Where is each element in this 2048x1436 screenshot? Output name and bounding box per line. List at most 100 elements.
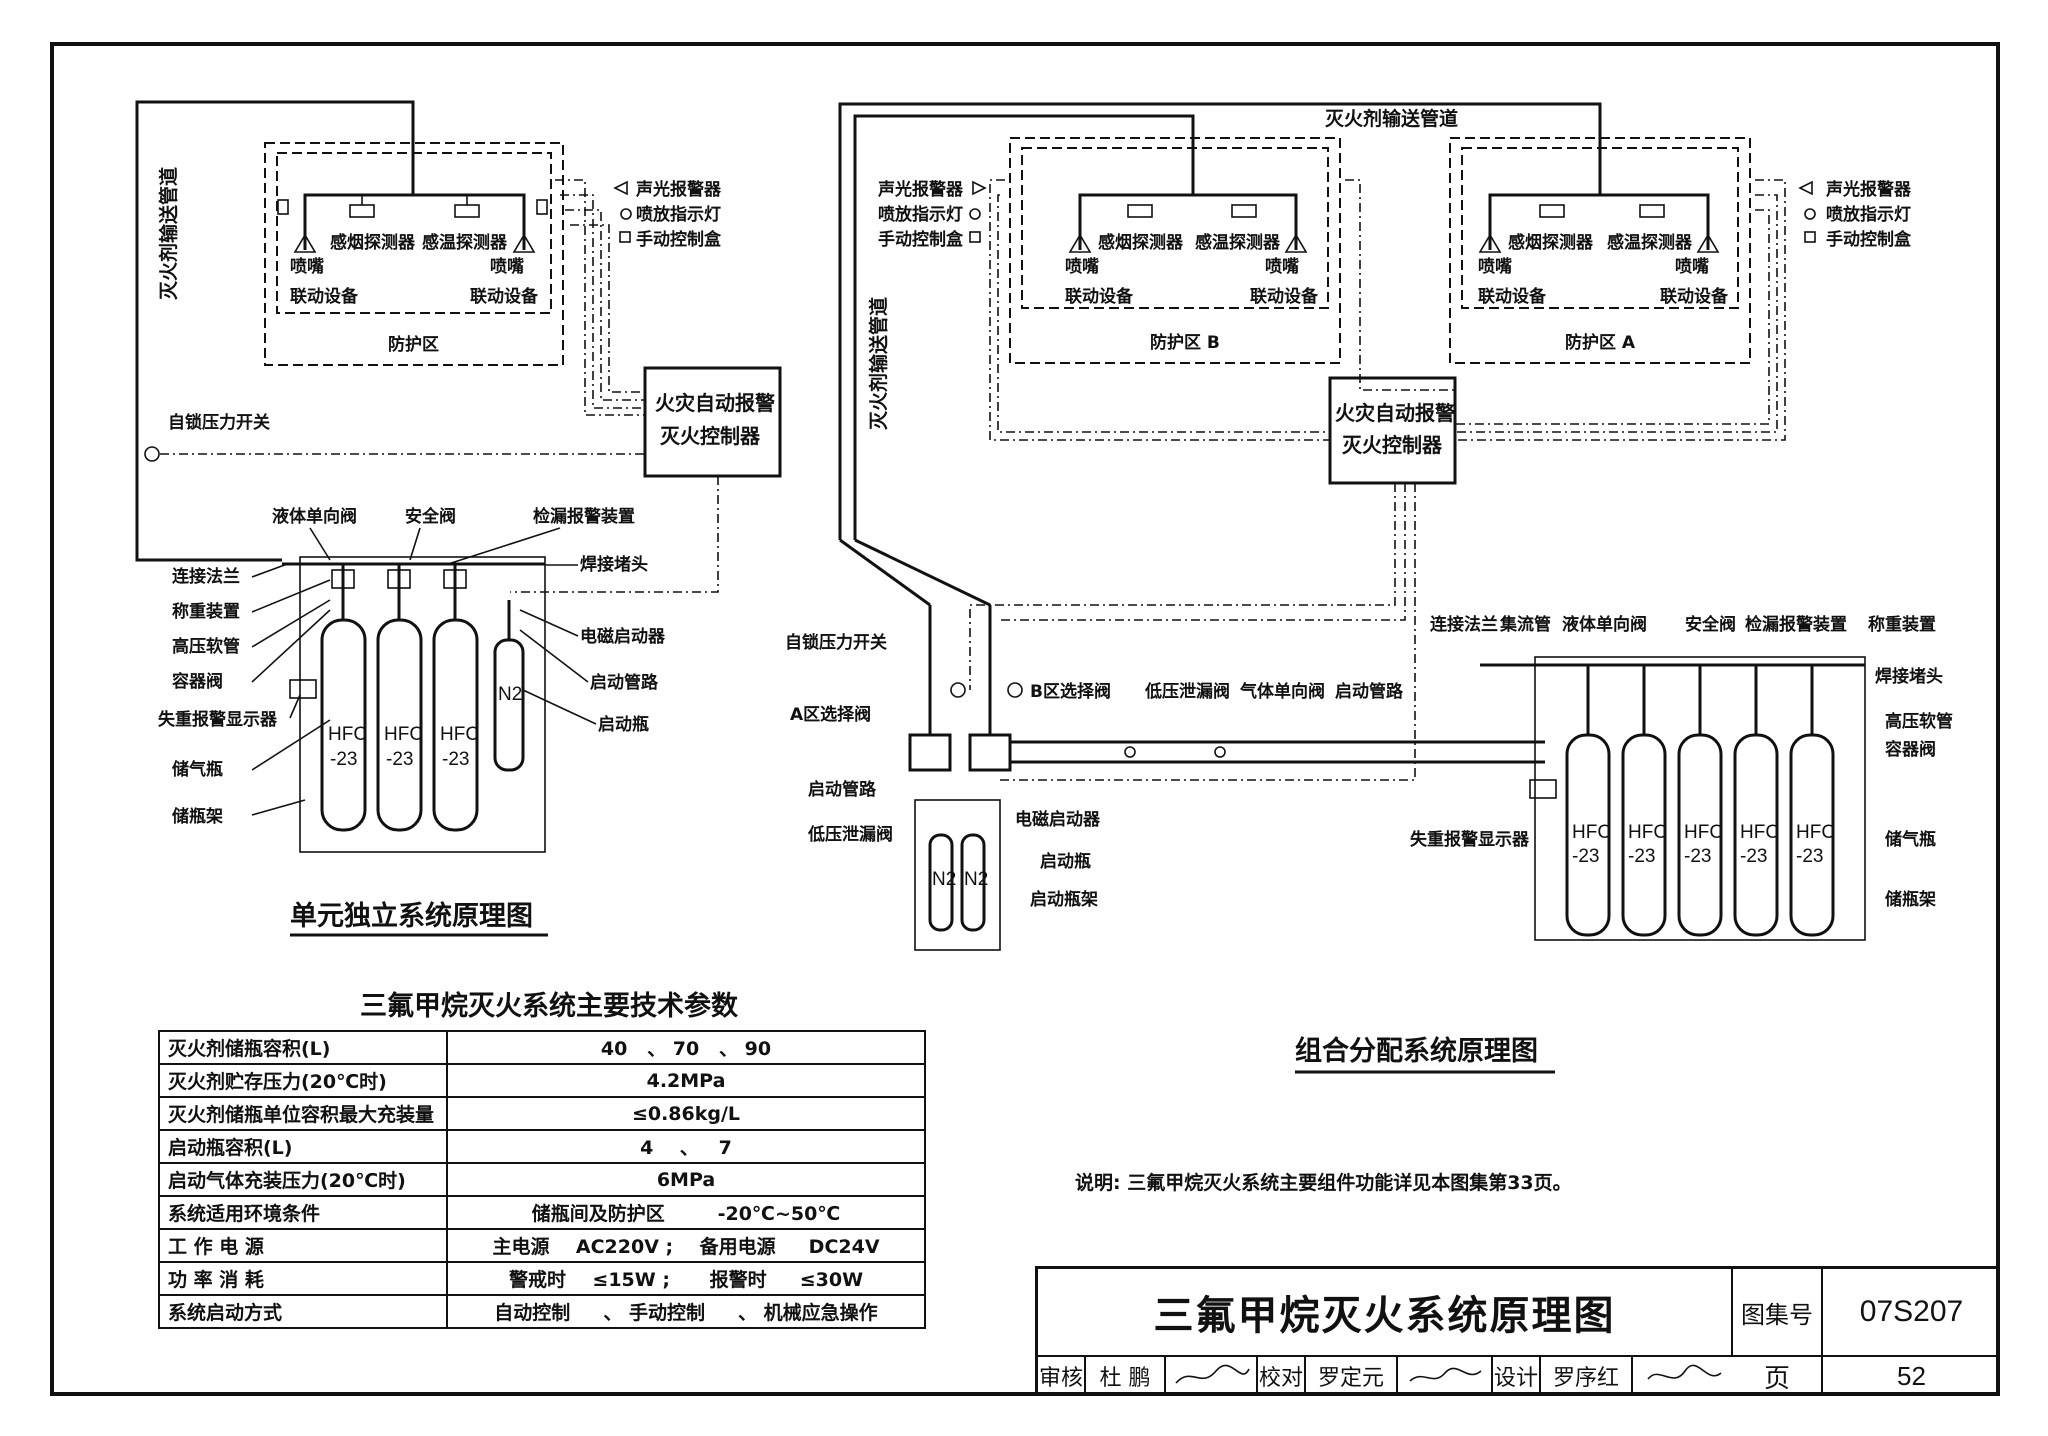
design-name: 罗序红 [1541,1357,1633,1395]
param-row: 灭火剂储瓶单位容积最大充装量≤0.86kg/L [158,1096,926,1131]
param-key: 系统启动方式 [158,1294,448,1329]
leak-alarm-label: 检漏报警装置 [533,506,635,527]
nozzle-label: 喷嘴 [290,257,324,277]
param-value: 储瓶间及防护区 -20℃~50℃ [446,1195,926,1230]
page-number: 52 [1897,1360,1926,1391]
svg-text:N2: N2 [498,684,522,705]
temp-detector-label: 感温探测器 [1607,232,1693,253]
protect-zone-box [264,142,564,366]
protect-zone-a-box [1449,137,1751,364]
manual-box-label: 手动控制盒 [1826,229,1912,250]
smoke-detector-label: 感烟探测器 [1508,232,1594,253]
drawing-title: 三氟甲烷灭火系统原理图 [1038,1269,1733,1357]
hose-label: 高压软管 [172,636,240,657]
flange-label: 连接法兰 [172,566,240,587]
unit-system-diagram: 感烟探测器 感温探测器 喷嘴 喷嘴 联动设备 联动设备 防护区 灭火剂输送管道 … [135,100,782,937]
svg-text:HFC: HFC [1572,822,1611,843]
agent-pipe-label: 灭火剂输送管道 [1324,107,1458,130]
review-signature [1166,1357,1258,1395]
storage-bottle-label: 储气瓶 [1885,829,1936,850]
svg-text:HFC: HFC [1796,822,1835,843]
controller-label-line2: 灭火控制器 [660,424,761,448]
svg-text:HFC: HFC [1684,822,1723,843]
param-value: ≤0.86kg/L [446,1096,926,1131]
check-label: 校对 [1258,1357,1306,1395]
release-lamp-label: 喷放指示灯 [878,204,963,225]
design-label: 设计 [1493,1357,1541,1395]
hfc-cylinder: HFC -23 [1565,665,1611,937]
page-label: 页 [1733,1357,1823,1395]
bottle-rack-label: 储瓶架 [172,806,223,827]
solenoid-label: 电磁启动器 [1015,809,1101,830]
pressure-switch-label: 自锁压力开关 [785,632,887,653]
svg-text:-23: -23 [1572,846,1599,867]
param-key: 灭火剂储瓶容积(L) [158,1030,448,1065]
note-text: 说明: 三氟甲烷灭火系统主要组件功能详见本图集第33页。 [1075,1172,1572,1194]
loss-display-label: 失重报警显示器 [1410,829,1530,850]
linkage-label: 联动设备 [1250,286,1319,307]
pressure-switch-icon [950,682,966,698]
param-value: 4 、 7 [446,1129,926,1164]
bottle-rack [299,556,546,853]
valve-b-label: B区选择阀 [1030,681,1111,702]
nozzle-icon [293,233,317,253]
weigher-label: 称重装置 [1868,614,1936,635]
alarm-label: 声光报警器 [877,179,964,200]
atlas-label: 图集号 [1733,1269,1823,1357]
valve-b-icon [968,733,1012,772]
design-signature [1633,1357,1733,1395]
linkage-label: 联动设备 [1660,286,1729,307]
start-bottle-label: 启动瓶 [598,714,649,735]
param-key: 功 率 消 耗 [158,1261,448,1296]
svg-text:N2: N2 [932,869,956,890]
controller-label-line1: 火灾自动报警 [1335,401,1455,425]
param-key: 系统适用环境条件 [158,1195,448,1230]
param-key: 灭火剂贮存压力(20℃时) [158,1063,448,1098]
check-signature [1398,1357,1493,1395]
linkage-label: 联动设备 [1478,286,1547,307]
param-row: 灭火剂贮存压力(20℃时)4.2MPa [158,1063,926,1098]
review-label: 审核 [1038,1357,1086,1395]
start-bottle-rack [914,799,1001,951]
loss-display-icon [289,679,317,699]
release-lamp-label: 喷放指示灯 [636,204,721,225]
hfc-cylinder: HFC -23 [320,565,367,832]
zone-b-label: 防护区 B [1150,332,1220,353]
param-row: 功 率 消 耗警戒时 ≤15W ; 报警时 ≤30W [158,1261,926,1296]
safety-valve-label: 安全阀 [405,506,456,527]
weld-head-label: 焊接堵头 [580,554,648,575]
safety-valve-label: 安全阀 [1685,614,1736,635]
check-name: 罗定元 [1306,1357,1398,1395]
combo-diagram-title: 组合分配系统原理图 [1295,1035,1538,1067]
loss-display-icon [1529,779,1557,799]
drawing-sheet-border [50,42,2000,1396]
alarm-icon [613,180,628,196]
svg-text:-23: -23 [442,749,469,770]
agent-pipe-label: 灭火剂输送管道 [157,167,180,301]
param-value: 主电源 AC220V ; 备用电源 DC24V [446,1228,926,1263]
nozzle-label: 喷嘴 [1675,257,1709,277]
svg-text:-23: -23 [1684,846,1711,867]
smoke-detector-label: 感烟探测器 [1098,232,1184,253]
signature-row: 审核 杜 鹏 校对 罗定元 设计 罗序红 [1038,1357,1733,1395]
leak-alarm-label: 检漏报警装置 [1745,614,1847,635]
svg-text:-23: -23 [1796,846,1823,867]
manual-box-label: 手动控制盒 [636,229,722,250]
param-value: 6MPa [446,1162,926,1197]
atlas-number: 07S207 [1823,1269,2000,1357]
nozzle-label: 喷嘴 [1065,257,1099,277]
valve-a-icon [908,733,952,772]
manifold-label: 集流管 [1499,614,1551,635]
start-rack-label: 启动瓶架 [1030,889,1098,910]
loss-display-label: 失重报警显示器 [158,709,278,730]
svg-text:N2: N2 [964,869,988,890]
param-key: 启动气体充装压力(20℃时) [158,1162,448,1197]
solenoid-label: 电磁启动器 [580,626,666,647]
storage-bottle-label: 储气瓶 [172,759,223,780]
hfc-cylinder: HFC -23 [376,565,423,832]
weld-head-label: 焊接堵头 [1875,666,1943,687]
bottle-rack-label: 储瓶架 [1885,889,1936,910]
hfc-cylinder: HFC -23 [1733,665,1779,937]
n2-start-bottle: N2 [493,600,525,772]
controller-box [643,366,782,478]
